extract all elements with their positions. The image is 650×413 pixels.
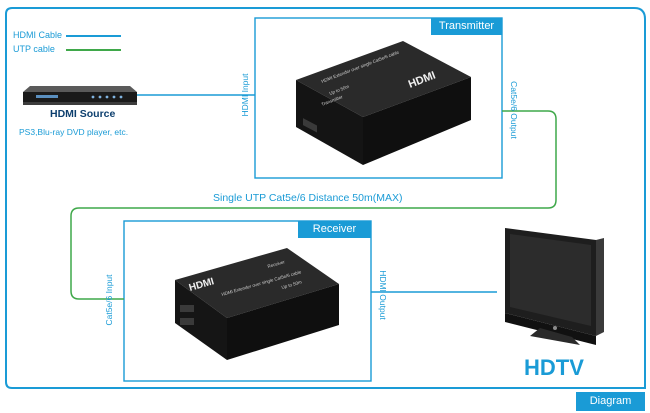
transmitter-tab: Transmitter	[431, 18, 502, 35]
transmitter-output-label: Cat5e/6 Output	[509, 81, 519, 139]
receiver-panel	[123, 220, 372, 382]
hdmi-source-subtitle: PS3,Blu-ray DVD player, etc.	[19, 127, 129, 137]
transmitter-panel	[254, 17, 503, 179]
receiver-input-label: Cat5e/6 Input	[104, 274, 114, 326]
transmitter-input-label: HDMI Input	[240, 73, 250, 117]
hdtv-title: HDTV	[524, 355, 584, 380]
hdmi-source-title: HDMI Source	[50, 108, 116, 120]
transmitter-device: HDMI HDMI Extender over single Cat5e/6 c…	[296, 41, 471, 165]
receiver-device: HDMI Receiver HDMI Extender over single …	[175, 248, 339, 360]
receiver-tab: Receiver	[298, 221, 371, 238]
outer-frame	[5, 7, 646, 389]
svg-text:Receiver: Receiver	[267, 259, 286, 269]
cable-distance-note: Single UTP Cat5e/6 Distance 50m(MAX)	[213, 192, 403, 204]
legend-hdmi-label: HDMI Cable	[13, 30, 63, 40]
legend-utp-label: UTP cable	[13, 44, 55, 54]
diagram-tab: Diagram	[576, 392, 645, 411]
hdtv-device	[505, 228, 604, 345]
hdmi-source-device	[23, 86, 137, 105]
utp-cable	[70, 110, 557, 300]
receiver-output-label: HDMI Output	[378, 270, 388, 320]
svg-text:Up to 50m: Up to 50m	[281, 279, 303, 290]
